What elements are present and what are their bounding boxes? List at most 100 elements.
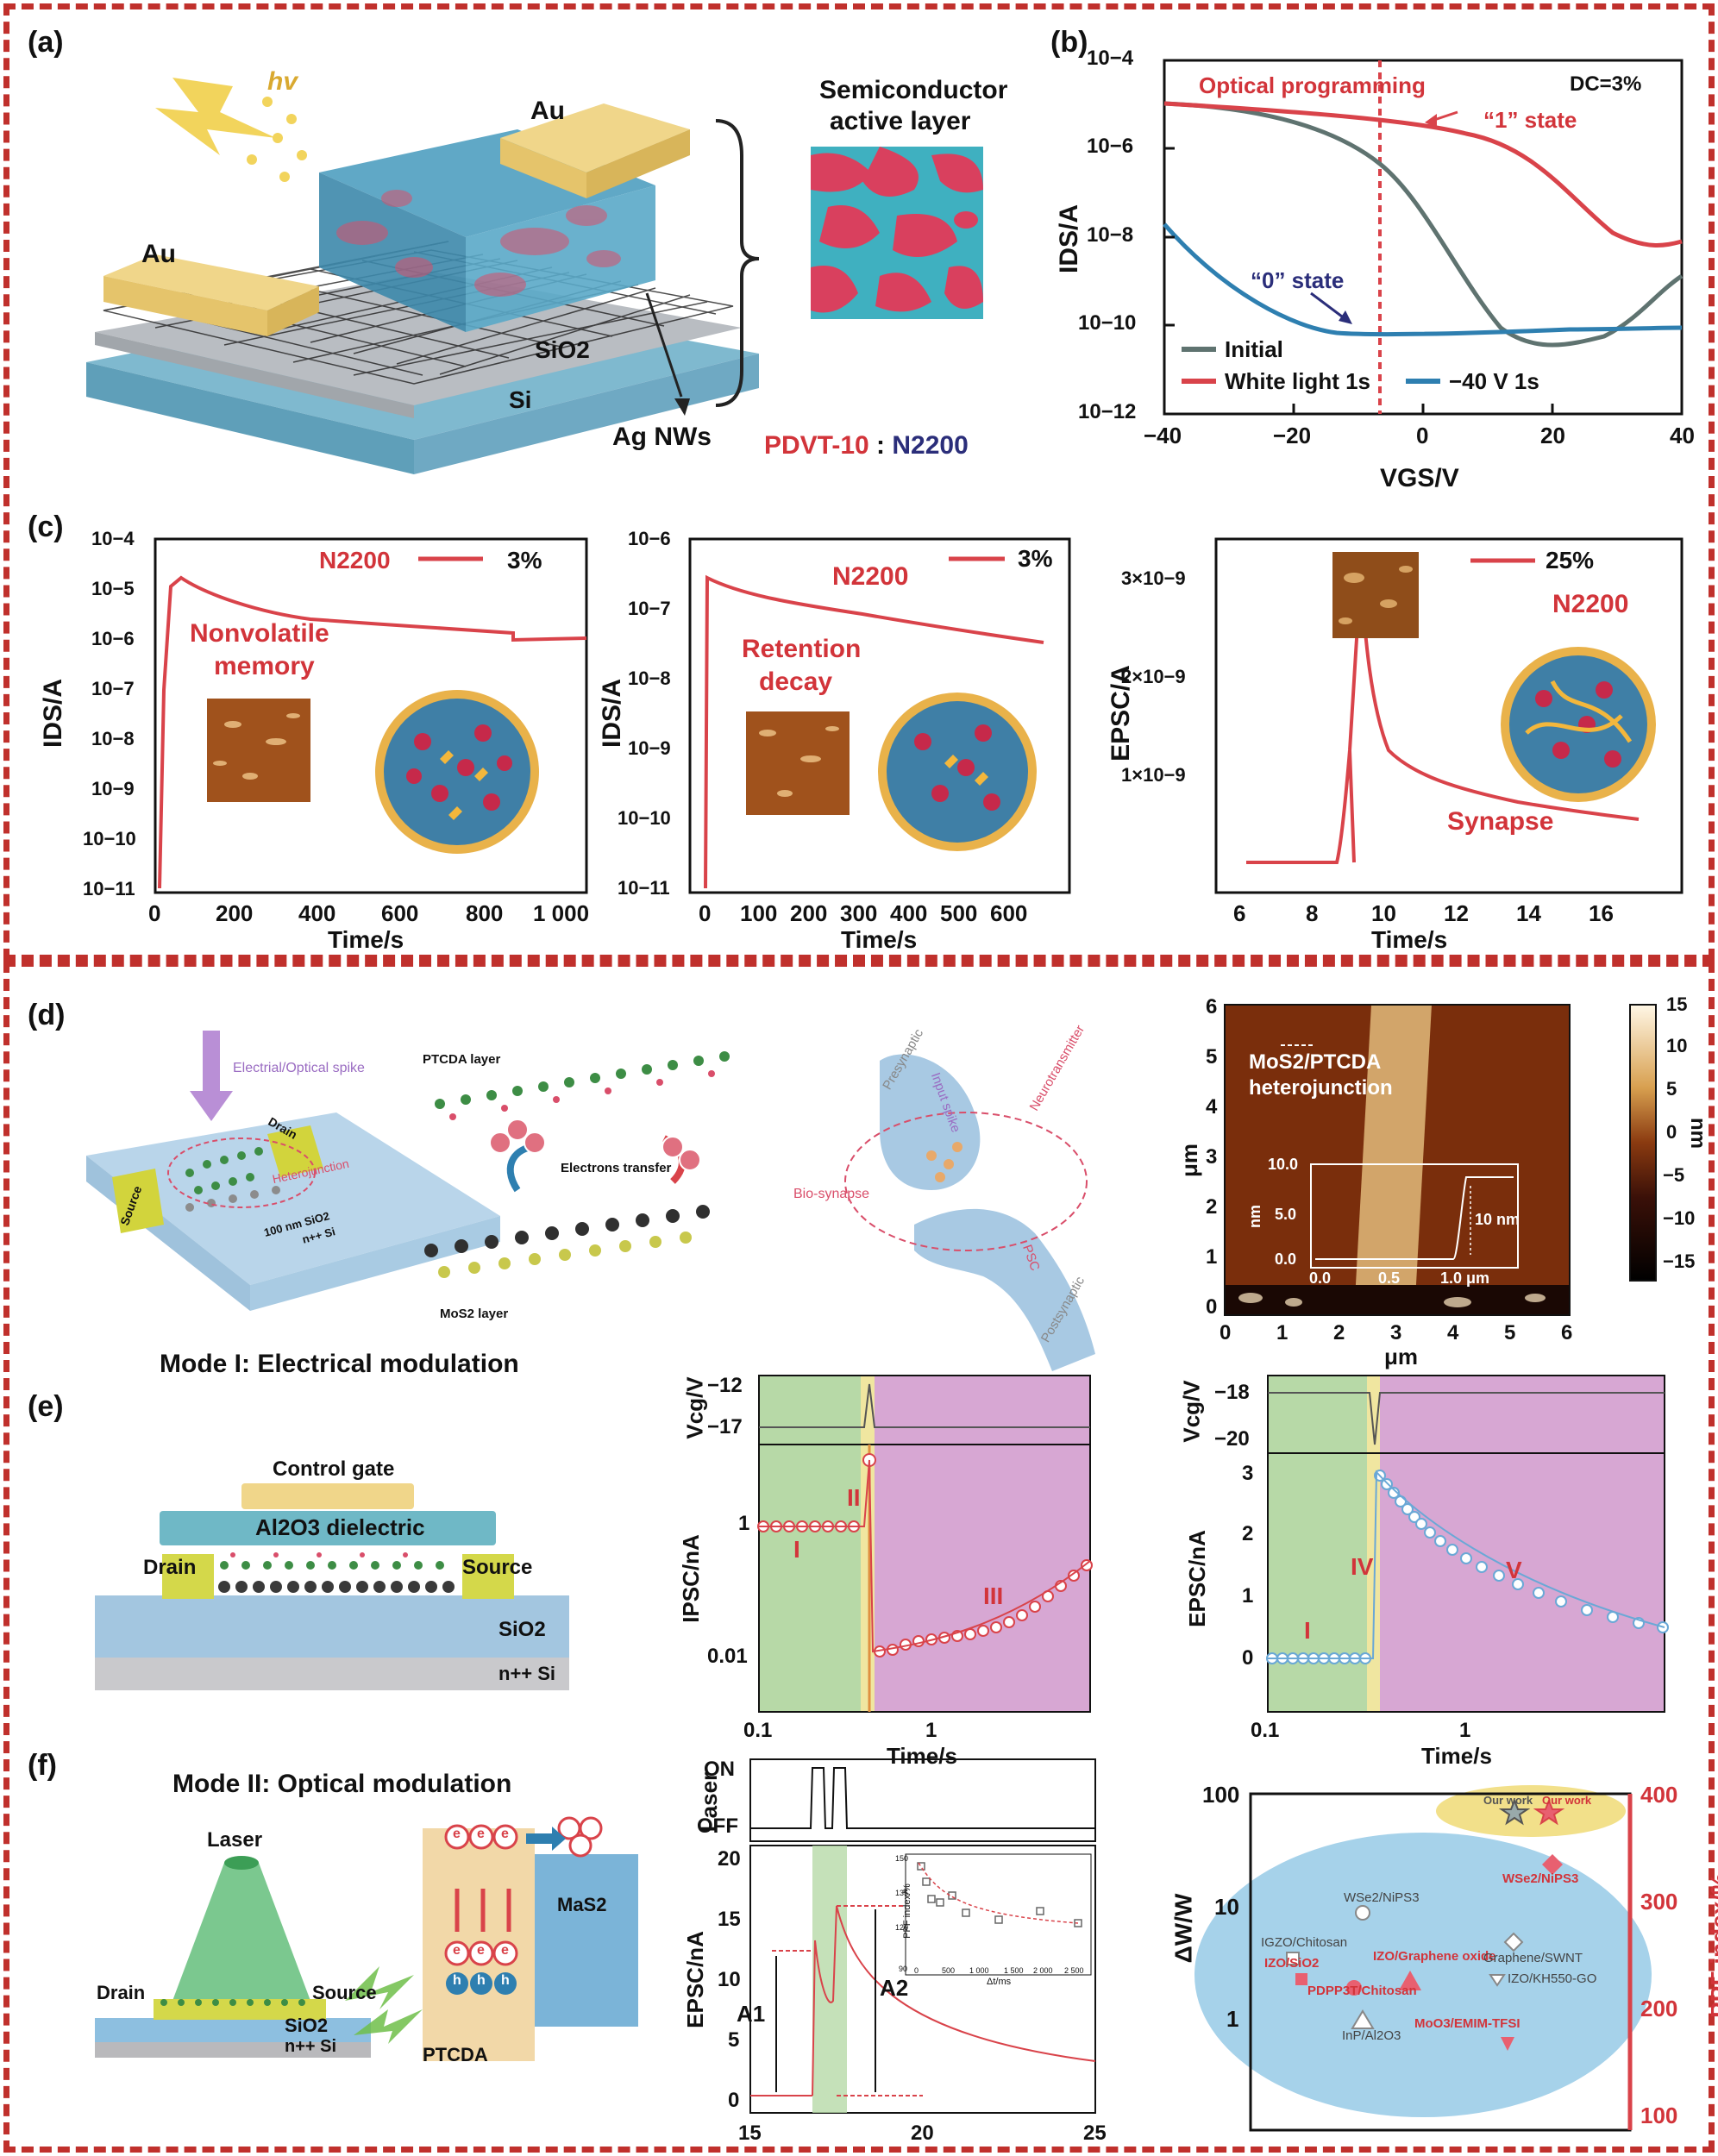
c1-xlabel: Time/s [328, 926, 404, 953]
epsc-xtick-0: 0.1 [1251, 1719, 1280, 1742]
e-source-label: Source [462, 1556, 533, 1579]
c2-ylabel: IDS/A [598, 678, 627, 749]
c2-ytick-1: 10−7 [628, 598, 671, 619]
c3-xlabel: Time/s [1371, 926, 1448, 953]
c2-annot-2: decay [759, 667, 833, 696]
panel-label-e: (e) [28, 1390, 64, 1423]
a1-label: A1 [737, 2001, 766, 2027]
b-xtick-1: −20 [1273, 423, 1312, 448]
cmp-label-8: MoO3/EMIM-TFSI [1414, 2016, 1520, 2031]
afm-xlabel: μm [1384, 1344, 1419, 1369]
mos2-layer-label: MoS2 layer [440, 1307, 509, 1321]
epsc-f-curve [812, 1905, 1096, 2096]
ipsc-vtick-1: −17 [707, 1415, 743, 1438]
c3-xtick-3: 12 [1444, 900, 1469, 926]
c1-xtick-0: 0 [148, 900, 161, 926]
inset-xtick-1: 500 [942, 1966, 956, 1975]
panel-e-device: Control gate Al2O3 dielectric Drain Sour… [95, 1457, 578, 1708]
cbar-tick-0: 15 [1666, 993, 1688, 1015]
epsc-ytick-1: 2 [1242, 1522, 1254, 1545]
afm-xtick-6: 6 [1561, 1321, 1573, 1344]
dielectric-label: Al2O3 dielectric [255, 1514, 425, 1540]
f-drain-label: Drain [97, 1982, 146, 2003]
epsc-ytick-2: 1 [1242, 1584, 1254, 1608]
cmp-label-0: WSe2/NiPS3 [1344, 1890, 1420, 1905]
b-ytick-1: 10−6 [1087, 135, 1134, 158]
cbar-unit: nm [1686, 1118, 1709, 1149]
e-label-0: e [453, 1827, 461, 1841]
dc-label: DC=3% [1570, 72, 1642, 96]
panel-c2: 3% N2200 Retention decay 10−6 10−7 10−8 … [598, 517, 1087, 957]
f-ptcda-label: PTCDA [423, 2044, 488, 2065]
f-ytick-0: 20 [718, 1847, 741, 1871]
f-ytick-2: 10 [718, 1968, 741, 1991]
cmp-y2label: PPF index/% [1706, 1872, 1718, 2019]
afm-ytick-0: 0 [1206, 1295, 1218, 1319]
c3-xtick-1: 8 [1306, 900, 1319, 926]
c2-xtick-0: 0 [699, 900, 712, 926]
chart-c2 [688, 537, 1071, 894]
ipsc-vtick-0: −12 [707, 1374, 743, 1397]
chart-c3 [1214, 537, 1684, 894]
f-sio2-label: SiO2 [285, 2015, 329, 2036]
f-nsi-label: n++ Si [285, 2037, 337, 2056]
afm-panel: MoS2/PTCDA heterojunction 10.0 5.0 0.0 n… [1173, 992, 1699, 1371]
f-source-label: Source [312, 1982, 377, 2003]
e-label-2: e [501, 1827, 509, 1841]
c3-ytick-0: 3×10−9 [1121, 567, 1186, 589]
inset-ytick-1: 135 [895, 1889, 909, 1897]
c2-xtick-6: 600 [990, 900, 1028, 926]
laser-trace [750, 1767, 1095, 1829]
b-xtick-2: 0 [1416, 423, 1429, 448]
cmp-label-7: InP/Al2O3 [1342, 2028, 1401, 2043]
ipsc-xtick-1: 1 [925, 1719, 937, 1742]
afm-inset-xtick-1: 0.5 [1378, 1269, 1401, 1287]
epsc-ylabel: EPSC/nA [1183, 1530, 1210, 1627]
c3-xtick-4: 14 [1516, 900, 1541, 926]
b-xtick-3: 20 [1540, 423, 1565, 448]
ipsc-xlabel: Time/s [887, 1743, 957, 1769]
f-xtick-0: 15 [738, 2122, 762, 2145]
epsc-chart-e [1266, 1375, 1669, 1713]
panel-c1: N2200 3% Nonvolatile memory 10−4 10−5 10… [34, 517, 604, 957]
state1-label: “1” state [1483, 107, 1577, 133]
frame-top [3, 3, 1715, 961]
c1-series [158, 575, 587, 889]
c3-series [1246, 568, 1640, 864]
c1-ytick-6: 10−10 [83, 828, 136, 849]
state0-label: “0” state [1251, 267, 1345, 293]
our-work-2: Our work [1542, 1794, 1592, 1807]
afm-xtick-4: 4 [1447, 1321, 1459, 1344]
inset-xtick-3: 1 500 [1004, 1966, 1024, 1975]
c1-legend: N2200 [319, 547, 391, 574]
c3-legend-name: N2200 [1552, 590, 1629, 618]
e-label-5: e [501, 1943, 509, 1958]
afm-inset-xtick-2: 1.0 μm [1440, 1269, 1490, 1287]
afm-inset-step: 10 nm [1475, 1211, 1520, 1228]
c2-ytick-3: 10−9 [628, 737, 671, 759]
inset-xtick-5: 2 500 [1064, 1966, 1084, 1975]
e-label-4: e [477, 1943, 485, 1958]
device-schematic-a [86, 78, 983, 474]
c2-xtick-2: 200 [790, 900, 828, 926]
e-label-3: e [453, 1943, 461, 1958]
c1-ytick-0: 10−4 [91, 528, 135, 549]
legend-white-light: White light 1s [1225, 368, 1370, 394]
b-ylabel: IDS/A [1055, 204, 1084, 274]
epsc-vcg-trace [1268, 1392, 1665, 1445]
cmp-y2tick-0: 400 [1640, 1782, 1678, 1808]
blend-colon: : [868, 431, 893, 460]
ipsc-vlabel: Vcg/V [681, 1376, 708, 1439]
biosynapse-label: Bio-synapse [793, 1187, 870, 1201]
c1-ylabel: IDS/A [39, 678, 68, 749]
inset-xlabel: Δt/ms [987, 1977, 1012, 1987]
active-layer-label-2: active layer [830, 107, 971, 135]
legend-neg40: −40 V 1s [1449, 368, 1539, 394]
compare-markers [1286, 1798, 1565, 2051]
afm-inset-ytick-2: 0.0 [1275, 1250, 1297, 1268]
epsc-label-I: I [1304, 1617, 1311, 1644]
cbar-tick-6: −15 [1663, 1250, 1696, 1272]
afm-ytick-6: 6 [1206, 995, 1218, 1018]
c3-xtick-2: 10 [1371, 900, 1396, 926]
transfer-curve-chart [1163, 59, 1684, 416]
